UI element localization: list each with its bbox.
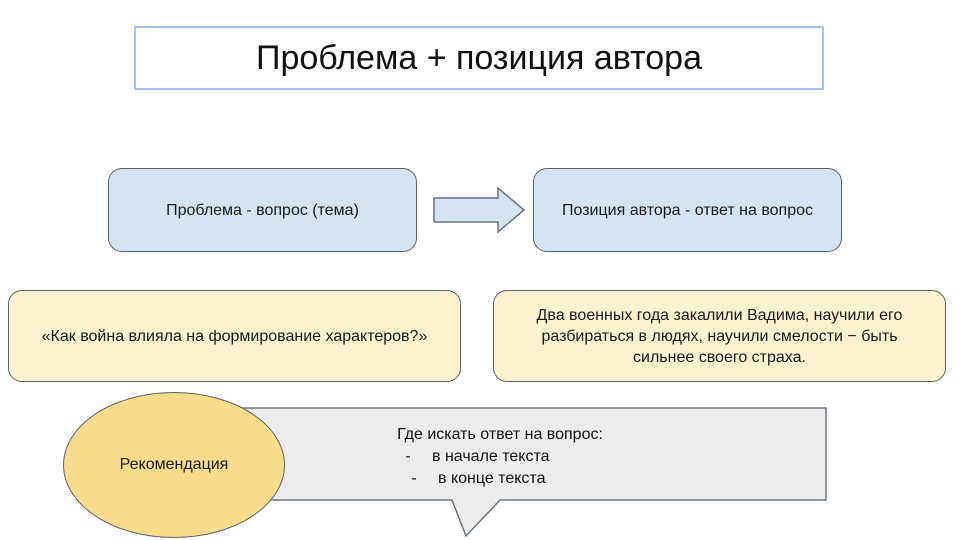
position-box: Позиция автора - ответ на вопрос	[533, 168, 842, 252]
bullet-dash: -	[411, 470, 417, 487]
recommendation-bullet: - в начале текста	[330, 446, 670, 468]
recommendation-label: Рекомендация	[119, 456, 229, 473]
problem-text: Проблема - вопрос (тема)	[166, 201, 359, 219]
title-box: Проблема + позиция автора	[134, 26, 824, 90]
bullet-dash: -	[405, 448, 411, 465]
recommendation-bullet: - в конце текста	[330, 468, 670, 490]
position-text: Позиция автора - ответ на вопрос	[561, 201, 813, 219]
question-box: «Как война влияла на формирование характ…	[8, 290, 461, 382]
bullet-text: в начале текста	[432, 448, 550, 465]
problem-box: Проблема - вопрос (тема)	[108, 168, 417, 252]
recommendation-heading: Где искать ответ на вопрос:	[397, 426, 603, 443]
answer-text: Два военных года закалили Вадима, научил…	[536, 306, 903, 366]
bullet-text: в конце текста	[438, 470, 546, 487]
page-title: Проблема + позиция автора	[256, 38, 702, 77]
right-arrow-icon	[433, 186, 526, 234]
recommendation-content: Где искать ответ на вопрос: - в начале т…	[330, 424, 670, 490]
recommendation-ellipse: Рекомендация	[63, 392, 285, 538]
answer-box: Два военных года закалили Вадима, научил…	[493, 290, 946, 382]
question-text: «Как война влияла на формирование характ…	[41, 327, 428, 345]
